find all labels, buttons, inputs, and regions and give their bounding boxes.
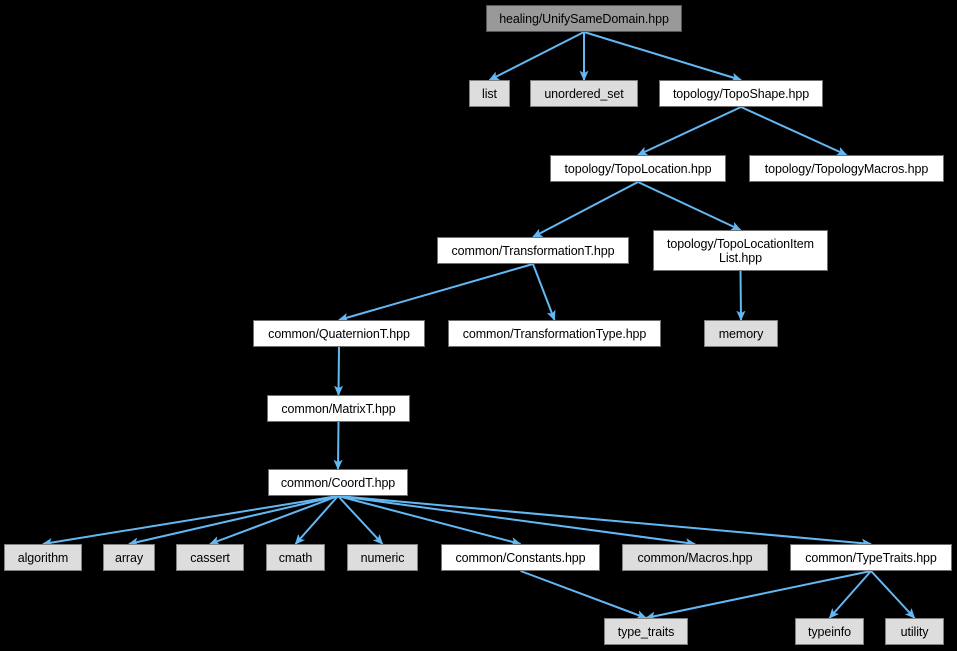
graph-edge-transformationt-to-quaterniont xyxy=(338,263,534,322)
graph-node-label: list xyxy=(482,86,497,101)
graph-node-constants[interactable]: common/Constants.hpp xyxy=(441,544,600,571)
graph-edge-topolocation-to-transformationt xyxy=(532,181,639,238)
graph-node-label: common/QuaternionT.hpp xyxy=(268,326,410,341)
graph-edge-root-to-list xyxy=(488,31,585,81)
graph-edge-coordt-to-cmath xyxy=(294,495,339,545)
graph-edge-coordt-to-cassert xyxy=(209,495,339,545)
graph-node-label: topology/TopoShape.hpp xyxy=(672,86,810,101)
graph-node-label: topology/TopoLocation.hpp xyxy=(564,161,712,176)
graph-edge-coordt-to-algorithm xyxy=(41,495,339,548)
graph-node-numeric[interactable]: numeric xyxy=(347,544,418,571)
graph-node-coordt[interactable]: common/CoordT.hpp xyxy=(268,469,408,496)
graph-edge-root-to-toposhape xyxy=(583,31,742,82)
graph-node-label: common/MatrixT.hpp xyxy=(281,401,396,416)
graph-node-label: common/Constants.hpp xyxy=(455,550,586,565)
graph-node-cmath[interactable]: cmath xyxy=(266,544,325,571)
graph-edge-typetraits_hpp-to-utility xyxy=(870,570,916,619)
graph-node-label: common/TransformationType.hpp xyxy=(462,326,647,341)
graph-node-label: common/CoordT.hpp xyxy=(280,475,396,490)
graph-node-label: common/Macros.hpp xyxy=(637,550,753,565)
graph-node-quaterniont[interactable]: common/QuaternionT.hpp xyxy=(253,320,425,347)
graph-edge-coordt-to-numeric xyxy=(337,495,384,545)
graph-edge-coordt-to-constants xyxy=(337,495,522,547)
graph-node-matrixt[interactable]: common/MatrixT.hpp xyxy=(267,395,410,422)
graph-node-label: type_traits xyxy=(617,624,675,639)
graph-edge-matrixt-to-coordt xyxy=(333,421,343,471)
graph-node-label: cmath xyxy=(278,550,313,565)
graph-edge-typetraits_hpp-to-typeinfo xyxy=(828,570,872,619)
graph-edge-quaterniont-to-matrixt xyxy=(334,346,344,397)
graph-node-root[interactable]: healing/UnifySameDomain.hpp xyxy=(486,5,682,32)
graph-node-topolocitemlist[interactable]: topology/TopoLocationItem List.hpp xyxy=(653,230,828,271)
graph-edge-toposhape-to-topologymacros xyxy=(740,106,848,156)
graph-node-label: utility xyxy=(900,624,929,639)
graph-edge-typetraits_hpp-to-type_traits xyxy=(644,570,872,621)
graph-node-topologymacros[interactable]: topology/TopologyMacros.hpp xyxy=(749,155,944,182)
graph-edge-topolocitemlist-to-memory xyxy=(736,270,746,322)
graph-node-label: array xyxy=(115,550,143,565)
graph-edge-coordt-to-typetraits_hpp xyxy=(337,495,873,548)
graph-node-label: topology/TopologyMacros.hpp xyxy=(764,161,929,176)
graph-node-macros[interactable]: common/Macros.hpp xyxy=(622,544,768,571)
graph-node-list[interactable]: list xyxy=(469,80,510,107)
graph-node-type_traits[interactable]: type_traits xyxy=(604,618,688,645)
graph-node-label: typeinfo xyxy=(808,624,851,639)
graph-node-utility[interactable]: utility xyxy=(885,618,944,645)
graph-node-topolocation[interactable]: topology/TopoLocation.hpp xyxy=(550,155,726,182)
graph-node-label: memory xyxy=(718,326,764,341)
graph-node-label: common/TypeTraits.hpp xyxy=(805,550,937,565)
graph-edge-topolocation-to-topolocitemlist xyxy=(637,181,742,231)
graph-node-label: common/TransformationT.hpp xyxy=(451,243,615,258)
graph-node-label: numeric xyxy=(360,550,405,565)
graph-node-label: cassert xyxy=(190,550,230,565)
graph-node-transformtype[interactable]: common/TransformationType.hpp xyxy=(448,320,661,347)
graph-node-typetraits_hpp[interactable]: common/TypeTraits.hpp xyxy=(790,544,952,571)
graph-node-memory[interactable]: memory xyxy=(704,320,778,347)
graph-edge-coordt-to-macros xyxy=(337,495,697,548)
graph-node-typeinfo[interactable]: typeinfo xyxy=(795,618,864,645)
graph-node-label: algorithm xyxy=(17,550,69,565)
graph-node-cassert[interactable]: cassert xyxy=(176,544,244,571)
graph-node-algorithm[interactable]: algorithm xyxy=(4,544,82,571)
graph-node-transformationt[interactable]: common/TransformationT.hpp xyxy=(437,237,629,264)
graph-edge-constants-to-type_traits xyxy=(520,570,647,620)
graph-edge-coordt-to-array xyxy=(127,495,339,547)
graph-node-toposhape[interactable]: topology/TopoShape.hpp xyxy=(659,80,823,107)
graph-edge-transformationt-to-transformtype xyxy=(532,263,556,321)
graph-node-label: healing/UnifySameDomain.hpp xyxy=(499,11,669,26)
graph-edge-toposhape-to-topolocation xyxy=(637,106,742,156)
graph-node-label: topology/TopoLocationItem List.hpp xyxy=(667,236,814,265)
graph-node-unordered_set[interactable]: unordered_set xyxy=(530,80,638,107)
graph-node-label: unordered_set xyxy=(544,86,624,101)
graph-node-array[interactable]: array xyxy=(103,544,155,571)
